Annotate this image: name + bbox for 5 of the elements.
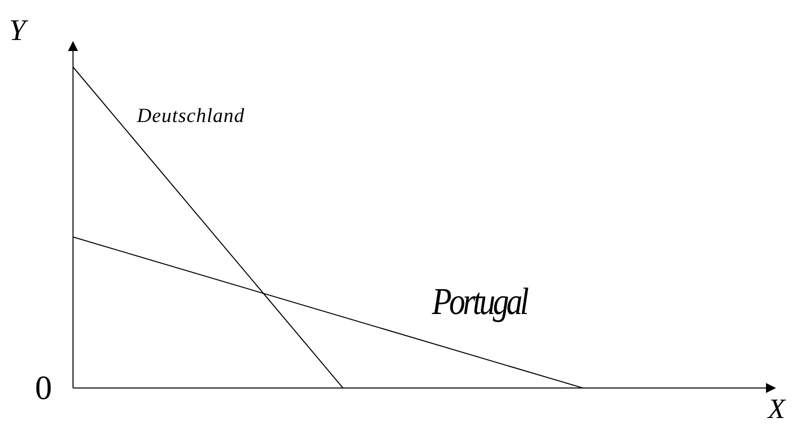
x-axis-label: X <box>768 396 786 424</box>
origin-label: 0 <box>35 372 52 406</box>
line-label: Deutschland <box>137 106 245 126</box>
line-label: Portugal <box>432 283 526 321</box>
y-axis-label: Y <box>9 16 26 46</box>
